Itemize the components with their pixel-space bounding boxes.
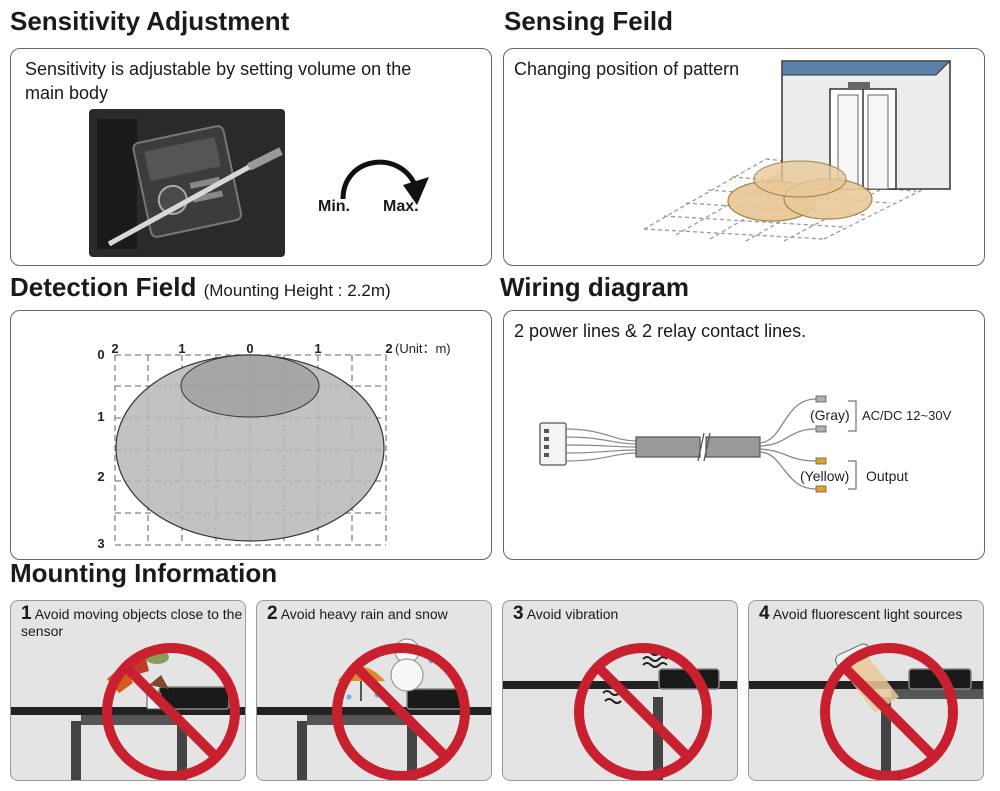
sensing-panel: Changing position of pattern (503, 48, 985, 266)
mounting-heading: Mounting Information (10, 558, 278, 588)
detection-heading: Detection Field (Mounting Height : 2.2m) (10, 272, 391, 303)
prohibition-icon (102, 643, 240, 780)
y-tick-label: 1 (97, 409, 104, 424)
wiring-panel: 2 power lines & 2 relay contact lines. (503, 310, 985, 560)
sensing-pattern-illustration (643, 60, 952, 242)
min-label: Min. (318, 198, 350, 215)
sensing-heading: Sensing Feild (504, 6, 674, 36)
mounting-tip-3: 3 Avoid vibration (502, 600, 738, 781)
x-tick-label: 1 (314, 341, 321, 356)
sensitivity-description: Sensitivity is adjustable by setting vol… (25, 59, 412, 103)
sensitivity-heading: Sensitivity Adjustment (10, 6, 290, 36)
x-tick-label: 0 (246, 341, 253, 356)
unit-label: (Unit：m) (395, 341, 451, 356)
rain-snow-illustration (257, 638, 491, 780)
detection-panel: 2 1 0 1 2 0 1 2 3 (Unit：m) (10, 310, 492, 560)
tip-text: Avoid heavy rain and snow (280, 606, 448, 622)
tip-number: 1 (21, 603, 32, 624)
wiring-diagram: (Gray) AC/DC 12~30V (Yellow) Output (539, 395, 952, 493)
adjustment-knob-photo (89, 109, 285, 257)
y-tick-label: 0 (97, 347, 104, 362)
tip-text: Avoid moving objects close to the sensor (21, 606, 243, 639)
clockwise-arrow-icon (340, 159, 429, 205)
tip-number: 3 (513, 603, 524, 624)
tip-text: Avoid vibration (526, 606, 619, 622)
mounting-tip-2: 2 Avoid heavy rain and snow (256, 600, 492, 781)
sensing-description: Changing position of pattern (514, 59, 740, 79)
detection-subheading: (Mounting Height : 2.2m) (203, 281, 391, 300)
tip-text: Avoid fluorescent light sources (772, 606, 963, 622)
x-tick-label: 1 (178, 341, 185, 356)
output-label: Output (866, 468, 908, 484)
prohibition-icon (332, 643, 470, 780)
power-label: AC/DC 12~30V (862, 408, 952, 423)
tip-number: 2 (267, 603, 278, 624)
y-tick-label: 2 (97, 469, 104, 484)
prohibition-icon (574, 643, 712, 780)
detection-field-diagram: 2 1 0 1 2 0 1 2 3 (Unit：m) (97, 341, 451, 551)
sensitivity-panel: Sensitivity is adjustable by setting vol… (10, 48, 492, 266)
x-tick-label: 2 (385, 341, 392, 356)
prohibition-icon (820, 643, 958, 780)
x-tick-label: 2 (111, 341, 118, 356)
detection-title: Detection Field (10, 272, 197, 302)
y-tick-label: 3 (97, 536, 104, 551)
mounting-tip-1: 1 Avoid moving objects close to the sens… (10, 600, 246, 781)
max-label: Max. (383, 198, 419, 215)
yellow-wire-label: (Yellow) (800, 468, 849, 484)
wiring-heading: Wiring diagram (500, 272, 690, 302)
tip-number: 4 (759, 603, 770, 624)
wiring-description: 2 power lines & 2 relay contact lines. (514, 321, 807, 341)
mounting-tip-4: 4 Avoid fluorescent light sources (748, 600, 984, 781)
gray-wire-label: (Gray) (810, 407, 850, 423)
